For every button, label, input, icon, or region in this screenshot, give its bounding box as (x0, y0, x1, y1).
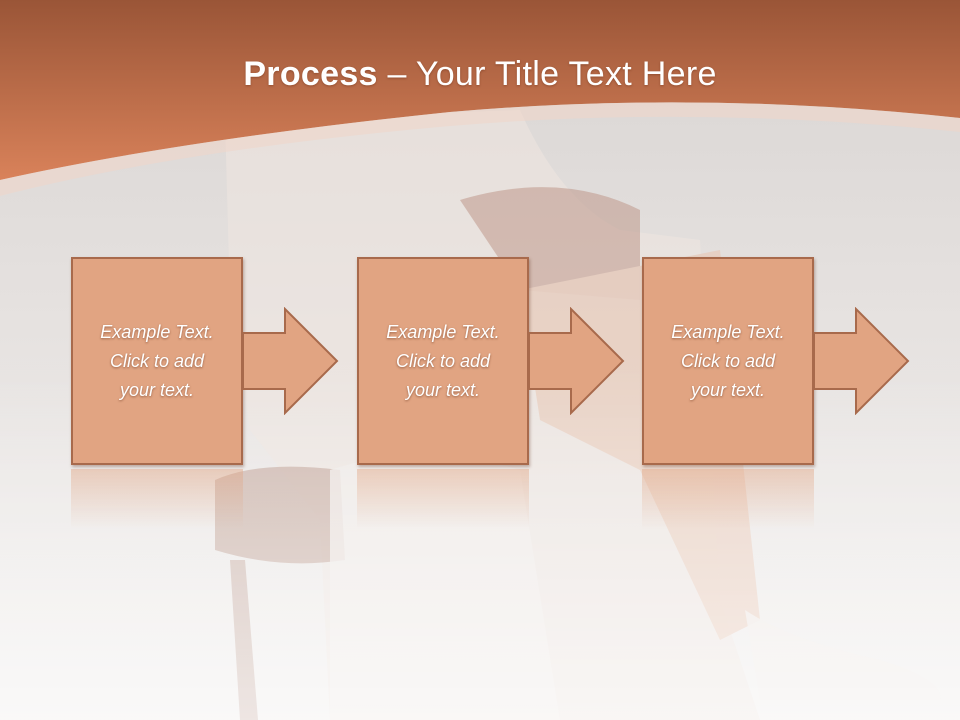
box-line-2: Click to add (109, 350, 205, 371)
process-box-3[interactable]: Example Text. Click to add your text. (642, 257, 814, 465)
box-line-1: Example Text. (100, 321, 214, 342)
box-line-1: Example Text. (671, 321, 785, 342)
box-reflection (71, 469, 243, 529)
process-box-1[interactable]: Example Text. Click to add your text. (71, 257, 243, 465)
arrow-right-icon (243, 307, 339, 415)
process-box-2[interactable]: Example Text. Click to add your text. (357, 257, 529, 465)
box-line-3: your text. (119, 379, 195, 400)
banner-swoosh (0, 102, 960, 196)
title-bold: Process (243, 55, 378, 93)
header-banner (0, 0, 960, 180)
slide-title[interactable]: Process – Your Title Text Here (0, 52, 960, 96)
process-box-text: Example Text. Click to add your text. (653, 318, 803, 405)
process-box-text: Example Text. Click to add your text. (368, 318, 518, 405)
box-line-2: Click to add (680, 350, 776, 371)
arrow-right-icon (529, 307, 625, 415)
process-flow: Example Text. Click to add your text. Ex… (71, 257, 931, 557)
title-text: – Your Title Text Here (377, 55, 717, 93)
box-line-1: Example Text. (386, 321, 500, 342)
process-box-text: Example Text. Click to add your text. (82, 318, 232, 405)
box-reflection (357, 469, 529, 529)
box-reflection (642, 469, 814, 529)
box-line-3: your text. (690, 379, 766, 400)
box-line-2: Click to add (395, 350, 491, 371)
box-line-3: your text. (405, 379, 481, 400)
arrow-right-icon (814, 307, 910, 415)
